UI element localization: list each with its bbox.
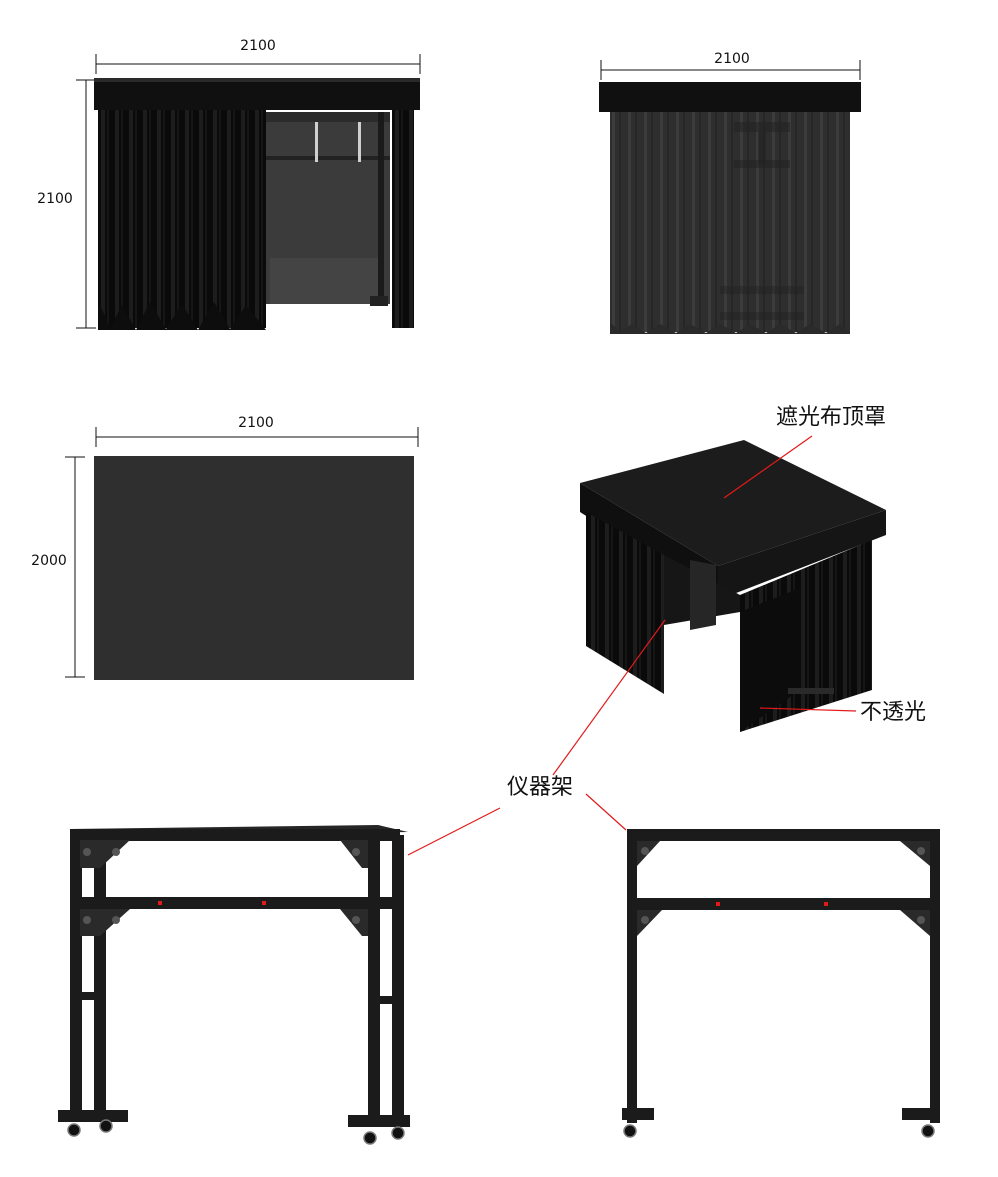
iso-top-leader-line [723,435,813,499]
side-width-label: 2100 [238,415,274,431]
iso-top-cover [580,440,886,566]
rack-left-leader-line [407,807,501,856]
opaque-callout: 不透光 [860,700,927,725]
front-view [76,54,421,330]
side-height-label: 2000 [31,553,67,569]
front-left-curtain [98,110,266,328]
front-width-label: 2100 [240,38,276,54]
rack-right-view [585,793,940,1138]
front-height-label: 2100 [37,191,73,207]
instrument-rack-callout: 仪器架 [507,775,574,800]
iso-opaque-leader-line [759,707,857,712]
front-top-cover [94,78,420,110]
back-view [599,60,861,334]
back-width-dimension [600,60,861,80]
iso-rack-leader-line [552,619,666,776]
front-right-curtain [392,110,414,328]
top-cover-callout: 遮光布顶罩 [776,405,887,430]
front-height-dimension [76,79,96,329]
back-width-label: 2100 [714,51,750,67]
side-panel [94,456,414,680]
rack-right-leader-line [585,793,627,831]
isometric-view [552,435,886,776]
front-width-dimension [95,54,421,74]
back-top-cover [599,82,861,112]
back-curtain [610,112,850,332]
rack-left-view [58,807,501,1145]
side-view [65,427,419,680]
side-width-dimension [95,427,419,447]
side-height-dimension [65,456,85,678]
